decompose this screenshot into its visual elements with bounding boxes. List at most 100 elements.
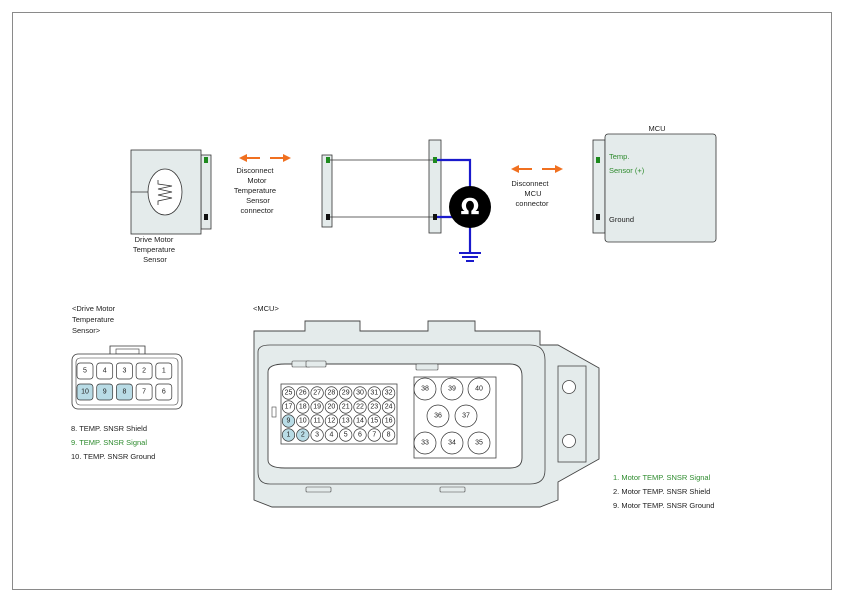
connector-pin: 15 <box>367 414 381 428</box>
connector-pin: 10 <box>76 383 94 401</box>
connector-pin: 24 <box>382 400 396 414</box>
connector-pin: 26 <box>296 386 310 400</box>
connector-pin: 25 <box>281 386 296 400</box>
ohmmeter: Ω <box>437 158 491 262</box>
pin-number: 38 <box>421 386 429 393</box>
connector-pin: 14 <box>353 414 367 428</box>
drive-motor-temperature-sensor <box>130 149 212 235</box>
sensor-connector-pins: 5 4 3 2 1 10 9 8 7 6 <box>76 362 173 401</box>
connector-pin: 27 <box>310 386 324 400</box>
pin-number: 22 <box>356 404 364 411</box>
connector-pin: 10 <box>296 414 310 428</box>
connector-pin: 33 <box>413 431 437 455</box>
connector-pin: 19 <box>310 400 324 414</box>
pin-number: 29 <box>342 390 350 397</box>
connector-pin: 9 <box>96 383 114 401</box>
connector-pin: 6 <box>155 383 173 401</box>
pin-number: 17 <box>285 404 293 411</box>
connector-pin: 13 <box>339 414 353 428</box>
pin-number: 13 <box>342 418 350 425</box>
connector-pin: 1 <box>155 362 173 380</box>
pin-number: 30 <box>356 390 364 397</box>
pin-number: 9 <box>287 418 291 425</box>
connector-pin: 12 <box>324 414 338 428</box>
connector-pin: 2 <box>135 362 153 380</box>
mcu-connector-title: <MCU> <box>253 304 279 313</box>
pin-number: 8 <box>122 389 126 396</box>
legend-mcu-pin-9: 9. Motor TEMP. SNSR Ground <box>613 501 715 510</box>
pin-number: 31 <box>370 390 378 397</box>
pin-number: 12 <box>328 418 336 425</box>
connector-pin: 8 <box>382 428 396 442</box>
legend-mcu-pin-1: 1. Motor TEMP. SNSR Signal <box>613 473 711 482</box>
pin-number: 7 <box>142 389 146 396</box>
ground-icon <box>459 252 481 262</box>
connector-pin: 1 <box>281 428 296 442</box>
connector-pin: 21 <box>339 400 353 414</box>
pin-number: 1 <box>162 368 166 375</box>
connector-pin: 28 <box>324 386 338 400</box>
pin-number: 10 <box>299 418 307 425</box>
pin-number: 27 <box>313 390 321 397</box>
pin-number: 3 <box>315 432 319 439</box>
connector-pin: 20 <box>324 400 338 414</box>
connector-pin: 31 <box>367 386 381 400</box>
connector-pin: 30 <box>353 386 367 400</box>
pin-number: 23 <box>370 404 378 411</box>
connector-pin: 8 <box>116 383 133 401</box>
legend-mcu-pin-2: 2. Motor TEMP. SNSR Shield <box>613 487 711 496</box>
connector-pin: 6 <box>353 428 367 442</box>
pin-number: 3 <box>122 368 126 375</box>
disconnect-mcu-label: Disconnect MCU connector <box>511 179 550 208</box>
pin-number: 26 <box>299 390 307 397</box>
mcu-connector-legend: 1. Motor TEMP. SNSR Signal 2. Motor TEMP… <box>613 471 714 513</box>
connector-pin: 5 <box>76 362 94 380</box>
sensor-pin-signal <box>204 157 208 163</box>
connector-pin: 4 <box>324 428 338 442</box>
connector-pin: 11 <box>310 414 324 428</box>
diagram-frame <box>12 12 832 590</box>
connector-pin: 32 <box>382 386 396 400</box>
pin-number: 2 <box>301 432 305 439</box>
connector-pin: 3 <box>116 362 133 380</box>
connector-pin: 40 <box>467 377 491 401</box>
mcu-title: MCU <box>648 124 665 133</box>
pin-number: 7 <box>372 432 376 439</box>
connector-pin: 38 <box>413 377 437 401</box>
connector-pin: 17 <box>281 400 296 414</box>
connector-pin: 34 <box>440 431 464 455</box>
mcu-connector-face <box>253 320 600 508</box>
mcu-ground-pin-label: Ground <box>609 215 634 224</box>
connector-pin: 22 <box>353 400 367 414</box>
thermistor-icon <box>147 168 183 216</box>
pin-number: 40 <box>475 386 483 393</box>
sensor-connector-legend: 8. TEMP. SNSR Shield 9. TEMP. SNSR Signa… <box>71 422 155 464</box>
legend-sensor-pin-8: 8. TEMP. SNSR Shield <box>71 424 148 433</box>
pin-number: 6 <box>162 389 166 396</box>
pin-number: 4 <box>103 368 107 375</box>
connector-pin: 2 <box>296 428 310 442</box>
connector-pin: 39 <box>440 377 464 401</box>
disconnect-sensor-label: Disconnect Motor Temperature Sensor conn… <box>234 166 278 215</box>
sensor-pin-ground <box>204 214 208 220</box>
pin-number: 25 <box>285 390 293 397</box>
pin-number: 8 <box>387 432 391 439</box>
pin-number: 18 <box>299 404 307 411</box>
connector-pin: 35 <box>467 431 491 455</box>
pin-number: 10 <box>81 389 89 396</box>
pin-number: 36 <box>434 413 442 420</box>
connector-pin: 18 <box>296 400 310 414</box>
connector-pin: 7 <box>135 383 153 401</box>
connector-pin: 29 <box>339 386 353 400</box>
pin-number: 20 <box>328 404 336 411</box>
pin-number: 5 <box>83 368 87 375</box>
pin-number: 11 <box>313 418 320 425</box>
pin-number: 35 <box>475 440 483 447</box>
pin-number: 28 <box>328 390 336 397</box>
pin-number: 32 <box>385 390 393 397</box>
pin-number: 19 <box>313 404 321 411</box>
harness-connector-left <box>321 154 333 228</box>
pin-number: 15 <box>370 418 378 425</box>
ohm-icon: Ω <box>461 196 480 221</box>
